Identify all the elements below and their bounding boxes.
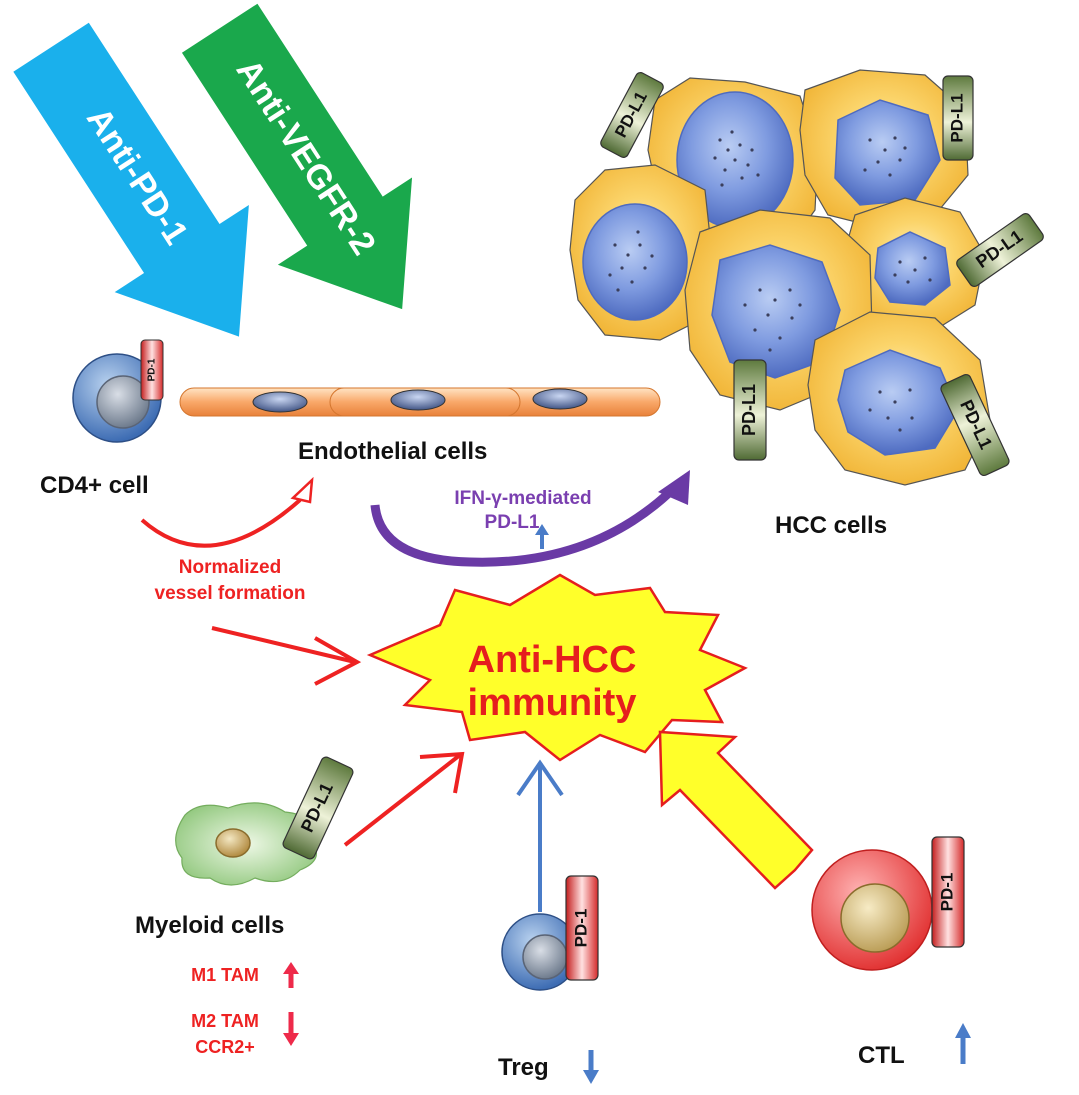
myeloid-cell: PD-L1 [175, 756, 354, 886]
hcc-cell-cluster: PD-L1 PD-L1 PD-L1 PD-L1 PD-L1 [569, 69, 1044, 486]
immunity-line1: Anti-HCC [468, 639, 637, 681]
chromatin-dots [743, 288, 802, 352]
pdl1-up-arrow-icon [535, 524, 549, 549]
vessel-to-immunity-arrow [211, 626, 362, 686]
normalized-vessel-label: Normalized vessel formation [120, 555, 340, 607]
immunity-line2: immunity [468, 682, 637, 724]
burst-shape [366, 573, 748, 762]
m1-tam-up-arrow-icon [283, 962, 299, 988]
endothelial-nucleus [252, 391, 308, 413]
myeloid-to-immunity-arrow [343, 751, 465, 847]
hcc-cell [569, 164, 713, 341]
treg-down-arrow-icon [583, 1050, 599, 1084]
ifn-curved-arrow [370, 488, 674, 567]
ifn-mediated-label: IFN-γ-mediated PD-L1 [428, 487, 618, 535]
normalized-line1: Normalized [178, 557, 282, 578]
hcc-nucleus [874, 231, 951, 306]
myeloid-cells-label: Myeloid cells [135, 912, 285, 939]
hcc-nucleus [582, 203, 688, 321]
pdl1-receptor: PD-L1 [940, 373, 1010, 477]
hcc-cells-label: HCC cells [775, 512, 888, 539]
pd1-receptor: PD-1 [140, 339, 164, 401]
pdl1-receptor: PD-L1 [956, 213, 1044, 287]
treg-to-immunity-arrow [516, 759, 564, 912]
m2-tam-down-arrow-icon [283, 1012, 299, 1046]
ctl-cell: PD-1 [811, 836, 965, 971]
pdl1-receptor: PD-L1 [282, 756, 354, 860]
ctl-up-arrow-icon [955, 1023, 971, 1064]
cd4-cell-label: CD4+ cell [40, 472, 149, 499]
pd1-receptor: PD-1 [931, 836, 965, 948]
normalization-curved-arrow [140, 498, 302, 548]
hcc-nucleus [837, 349, 959, 456]
cd4-cell: PD-1 [72, 339, 164, 443]
pdl1-receptor: PD-L1 [942, 75, 974, 161]
hcc-cell [844, 197, 986, 331]
ccr2-label: CCR2+ [195, 1037, 255, 1057]
ifn-arrowhead [658, 470, 690, 505]
endothelial-cells [179, 387, 661, 417]
pd1-label: PD-1 [147, 358, 158, 381]
chromatin-dots [863, 136, 907, 177]
pdl1-label: PD-L1 [739, 384, 759, 436]
anti-pd1-arrow-shape [13, 22, 249, 337]
hcc-nucleus [834, 99, 941, 206]
pdl1-receptor: PD-L1 [733, 359, 767, 461]
ctl-label: CTL [858, 1042, 905, 1069]
hcc-cell [799, 69, 969, 229]
chromatin-dots [868, 388, 914, 432]
m1-tam-label: M1 TAM [191, 965, 259, 985]
chromatin-dots [608, 230, 654, 292]
pd1-label: PD-1 [571, 909, 590, 948]
m2-tam-label: M2 TAM [191, 1011, 259, 1031]
pdl1-label: PD-L1 [947, 93, 966, 142]
treg-cell: PD-1 [501, 875, 599, 991]
ctl-to-immunity-arrow [658, 730, 814, 890]
normalized-line2: vessel formation [154, 583, 306, 604]
pd1-label: PD-1 [937, 873, 956, 912]
ifn-line2: PD-L1 [484, 512, 540, 533]
endothelial-nucleus [390, 389, 446, 411]
chromatin-dots [893, 256, 932, 284]
endothelial-nucleus [532, 388, 588, 410]
anti-vegfr2-arrow-shape [181, 3, 413, 310]
ifn-line1: IFN-γ-mediated [454, 488, 592, 509]
hcc-cell [807, 311, 991, 486]
treg-label: Treg [498, 1054, 549, 1081]
pd1-receptor: PD-1 [565, 875, 599, 981]
anti-hcc-immunity-burst: Anti-HCC immunity [366, 573, 748, 762]
normalization-arrowhead [290, 476, 314, 504]
endothelial-cells-label: Endothelial cells [298, 438, 488, 465]
chromatin-dots [713, 130, 760, 187]
